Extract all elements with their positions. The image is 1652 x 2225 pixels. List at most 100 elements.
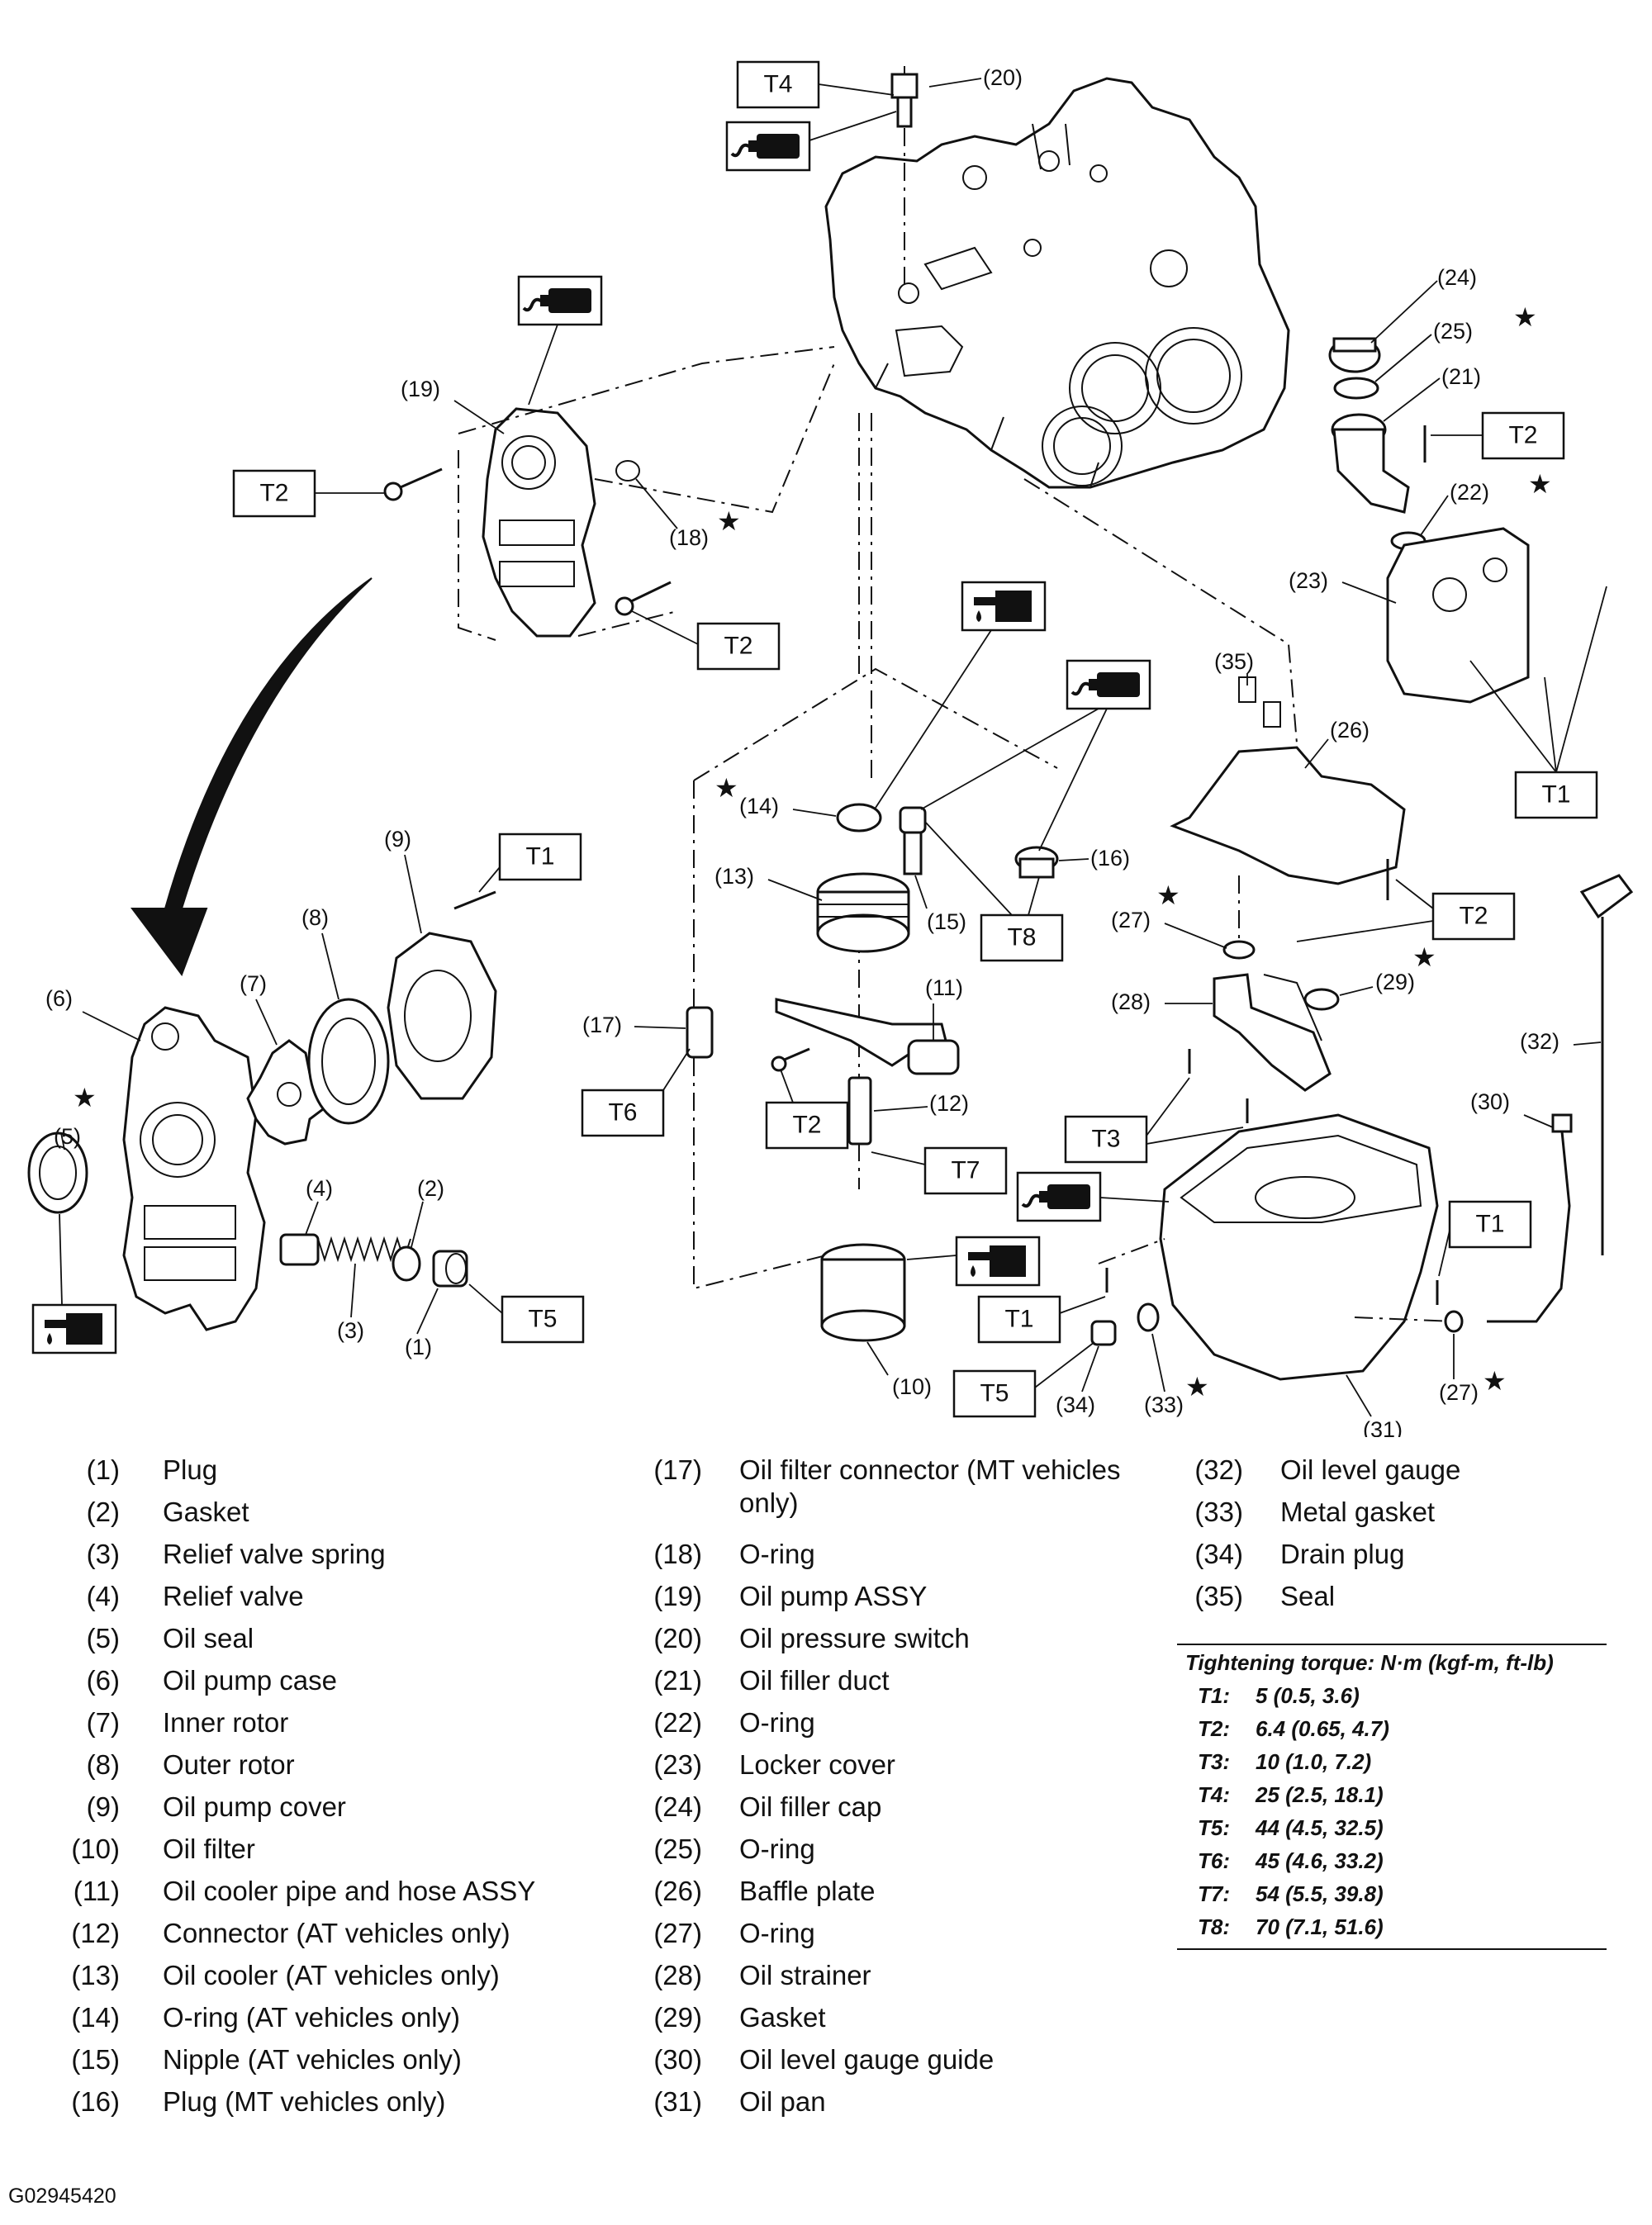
legend-item-number: (31) (653, 2086, 702, 2117)
oil-filter (820, 1243, 906, 1342)
svg-text:T7: T7 (951, 1157, 980, 1184)
legend-item-name: Oil cooler pipe and hose ASSY (163, 1876, 536, 1906)
legend-item-name: Oil pump cover (163, 1791, 346, 1822)
legend-item-number: (2) (86, 1497, 120, 1527)
legend-item: (29)Gasket (615, 2001, 1169, 2043)
curved-arrow-icon (131, 577, 373, 977)
star-5: ★ (73, 1083, 97, 1112)
legend-item-name: Oil level gauge (1280, 1454, 1461, 1485)
star-27-lower: ★ (1483, 1366, 1507, 1396)
legend-item-number: (24) (653, 1791, 702, 1822)
legend-item: (9)Oil pump cover (33, 1791, 535, 1833)
figure-code: G02945420 (8, 2185, 116, 2208)
svg-text:T1: T1 (1004, 1306, 1033, 1333)
legend-item: (13)Oil cooler (AT vehicles only) (33, 1959, 535, 2001)
oil-pan (1159, 1113, 1439, 1381)
callout-8: (8) (301, 905, 329, 930)
callout-19: (19) (401, 377, 440, 401)
callout-34: (34) (1056, 1392, 1095, 1417)
torque-tag-t7: T7 (923, 1146, 1008, 1195)
legend-item: (20)Oil pressure switch (615, 1622, 1169, 1664)
nipple (899, 806, 927, 875)
torque-tag-t1-pump-cover: T1 (498, 833, 582, 881)
legend-item: (28) Oil strainer (615, 1959, 1169, 2001)
torque-row: T3:10 (1.0, 7.2) (1177, 1745, 1607, 1778)
oil-cooler (816, 872, 910, 953)
legend-item-number: (27) (653, 1918, 702, 1948)
torque-tag-t5-plug: T5 (501, 1295, 585, 1344)
legend-item: (22)O-ring (615, 1706, 1169, 1748)
connector-12 (847, 1076, 872, 1146)
svg-text:T2: T2 (724, 633, 752, 660)
callout-32: (32) (1520, 1029, 1559, 1054)
legend-item-number: (5) (86, 1623, 120, 1653)
oil-pump-assy (482, 407, 596, 638)
liquid-gasket-icon (1016, 1171, 1102, 1222)
plug-1 (432, 1250, 468, 1288)
legend-item-number: (28) (653, 1960, 702, 1990)
torque-key: T7: (1198, 1881, 1230, 1906)
legend-column-3: (32)Oil level gauge(33)Metal gasket(34)D… (1156, 1454, 1460, 1622)
pump-bolt-upper (383, 467, 443, 501)
svg-text:T4: T4 (763, 71, 792, 98)
new-part-star-marks: ★ ★ ★ ★ ★ ★ ★ ★ ★ (73, 302, 1552, 1402)
legend-item: (7)Inner rotor (33, 1706, 535, 1748)
legend-item: (26)Baffle plate (615, 1875, 1169, 1917)
torque-key: T8: (1198, 1914, 1230, 1939)
torque-value: 44 (4.5, 32.5) (1256, 1815, 1384, 1840)
legend-item-number: (1) (86, 1454, 120, 1485)
callout-26: (26) (1330, 718, 1370, 742)
legend-item: (14)O-ring (AT vehicles only) (33, 2001, 535, 2043)
legend-item-name: Oil strainer (739, 1960, 871, 1990)
torque-value: 70 (7.1, 51.6) (1256, 1914, 1384, 1939)
o-ring-14 (836, 803, 882, 833)
legend-item: (32)Oil level gauge (1156, 1454, 1460, 1496)
o-ring-18 (615, 460, 640, 482)
svg-text:T2: T2 (1459, 903, 1488, 930)
locker-cover (1386, 527, 1530, 704)
legend-item-name: O-ring (739, 1834, 815, 1864)
legend-item-number: (30) (653, 2044, 702, 2075)
legend-item-name: Oil filler duct (739, 1665, 890, 1696)
torque-tag-t5-drain: T5 (952, 1369, 1037, 1418)
legend-item-number: (16) (71, 2086, 120, 2117)
legend-item-number: (13) (71, 1960, 120, 1990)
torque-bottom-rule (1177, 1948, 1607, 1950)
legend-item-number: (20) (653, 1623, 702, 1653)
callout-12: (12) (929, 1091, 969, 1116)
legend-item-name: Metal gasket (1280, 1497, 1436, 1527)
svg-text:T1: T1 (1475, 1211, 1504, 1238)
legend-item-name: Plug (MT vehicles only) (163, 2086, 446, 2117)
legend-item: (8)Outer rotor (33, 1748, 535, 1791)
callout-6: (6) (45, 986, 73, 1011)
oil-pump-case (122, 1006, 266, 1331)
legend-item-number: (19) (653, 1581, 702, 1611)
legend-item-number: (22) (653, 1707, 702, 1738)
legend-item-name: O-ring (739, 1918, 815, 1948)
torque-tag-t1-pan-left: T1 (977, 1295, 1061, 1344)
legend-item-number: (35) (1194, 1581, 1243, 1611)
callout-18: (18) (669, 525, 709, 550)
pump-bolt-lower (615, 581, 672, 616)
legend-item-name: Relief valve (163, 1581, 304, 1611)
callout-25: (25) (1433, 319, 1473, 344)
oil-seal (27, 1131, 88, 1214)
liquid-gasket-icon (1066, 659, 1151, 710)
legend-item-name: Gasket (739, 2002, 826, 2033)
oil-pump-cover (387, 932, 497, 1100)
svg-text:T5: T5 (980, 1380, 1009, 1407)
torque-rows: T1:5 (0.5, 3.6)T2:6.4 (0.65, 4.7)T3:10 (… (1177, 1679, 1607, 1943)
torque-tag-t2-pump-upper: T2 (232, 469, 316, 518)
torque-value: 54 (5.5, 39.8) (1256, 1881, 1384, 1906)
cover-screw (453, 890, 496, 910)
legend-item-name: O-ring (739, 1539, 815, 1569)
oil-pressure-switch (890, 66, 919, 128)
legend-item-number: (23) (653, 1749, 702, 1780)
o-ring-27-lower (1444, 1310, 1464, 1333)
relief-valve-spring (317, 1236, 411, 1263)
legend-item-number: (26) (653, 1876, 702, 1906)
oil-strainer (1213, 973, 1332, 1092)
torque-top-rule (1177, 1644, 1607, 1645)
svg-text:T2: T2 (1508, 422, 1537, 449)
callout-22: (22) (1450, 480, 1489, 505)
